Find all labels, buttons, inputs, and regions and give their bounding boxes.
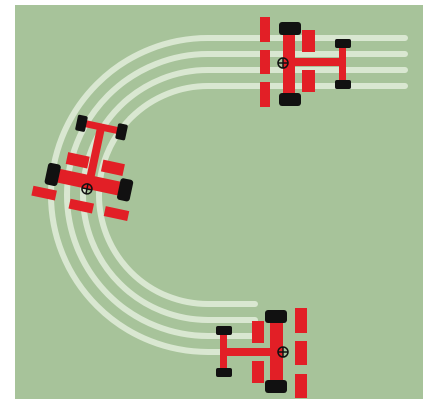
rear-stripe-top xyxy=(252,321,264,343)
axle xyxy=(339,45,346,83)
front-center-stripe xyxy=(260,50,270,74)
tire-icon xyxy=(335,80,351,89)
axle xyxy=(220,333,227,372)
tire-icon xyxy=(216,326,232,335)
tire-icon xyxy=(216,368,232,377)
drawbar xyxy=(224,348,272,356)
tire-icon xyxy=(279,22,301,35)
front-top-stripe xyxy=(295,308,307,333)
rear-stripe-bottom xyxy=(302,70,315,92)
circle-cross-icon xyxy=(278,347,288,357)
front-left-stripe xyxy=(260,17,270,42)
tire-icon xyxy=(335,39,351,48)
tire-icon xyxy=(265,380,287,393)
rear-stripe-bottom xyxy=(252,361,264,383)
front-bottom-stripe xyxy=(295,374,307,398)
front-center-stripe xyxy=(295,341,307,365)
tire-icon xyxy=(265,310,287,323)
front-right-stripe xyxy=(260,82,270,107)
circle-cross-icon xyxy=(278,58,288,68)
drawbar xyxy=(295,58,344,66)
rear-stripe-top xyxy=(302,30,315,52)
tire-icon xyxy=(279,93,301,106)
